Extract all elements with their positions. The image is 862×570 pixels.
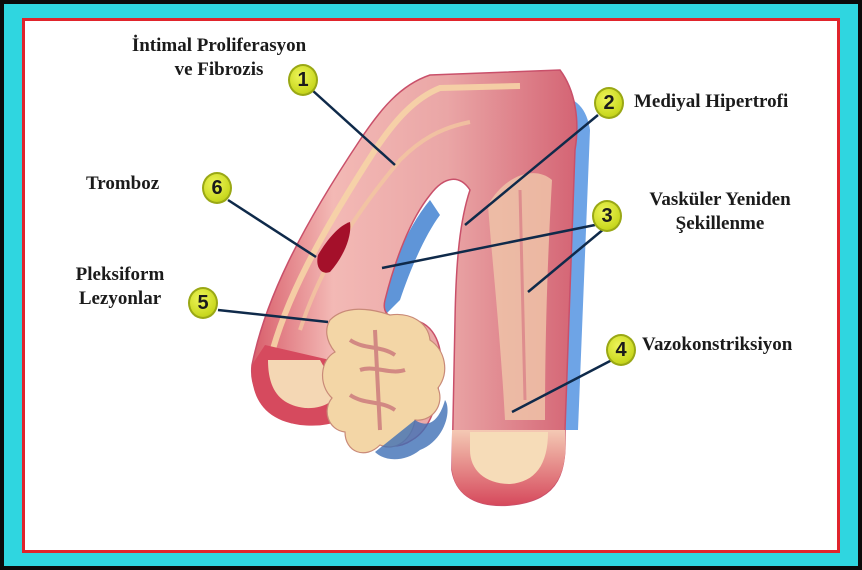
badge-5: 5 (188, 287, 218, 319)
label-pleksiform: Pleksiform Lezyonlar (58, 263, 182, 311)
label-pleksiform-line1: Pleksiform (58, 263, 182, 287)
label-vazo: Vazokonstriksiyon (642, 333, 792, 357)
badge-6: 6 (202, 172, 232, 204)
badge-3: 3 (592, 200, 622, 232)
label-vaskuler-line1: Vasküler Yeniden (622, 188, 818, 212)
badge-1: 1 (288, 64, 318, 96)
badge-2: 2 (594, 87, 624, 119)
badge-4: 4 (606, 334, 636, 366)
label-pleksiform-line2: Lezyonlar (58, 287, 182, 311)
leader-line-6 (228, 200, 316, 257)
label-vaskuler: Vasküler Yeniden Şekillenme (622, 188, 818, 236)
label-intimal-line1: İntimal Proliferasyon (104, 34, 334, 58)
label-tromboz: Tromboz (86, 172, 159, 196)
label-medial: Mediyal Hipertrofi (634, 90, 788, 114)
label-vaskuler-line2: Şekillenme (622, 212, 818, 236)
